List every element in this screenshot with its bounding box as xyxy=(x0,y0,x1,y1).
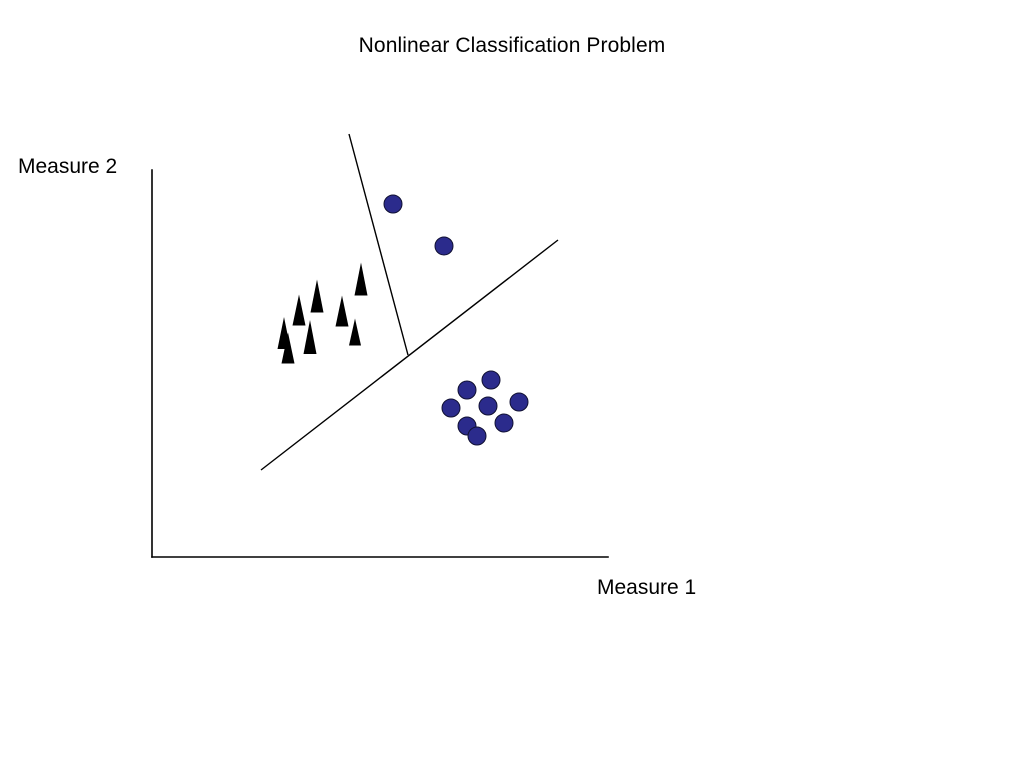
triangle-marker xyxy=(292,294,306,326)
boundary-line-steep xyxy=(348,133,409,356)
decision-boundaries-group xyxy=(260,133,559,471)
triangle-marker xyxy=(303,320,317,354)
triangle-marker xyxy=(349,318,361,346)
circle-marker xyxy=(434,236,454,256)
x-axis-label: Measure 1 xyxy=(597,576,697,599)
triangle-markers-group xyxy=(277,262,368,364)
triangle-marker xyxy=(281,332,295,364)
circle-marker xyxy=(481,370,501,390)
circle-markers-group xyxy=(383,194,529,446)
circle-marker xyxy=(467,426,487,446)
circle-marker xyxy=(494,413,514,433)
y-axis-label: Measure 2 xyxy=(18,155,118,178)
circle-marker xyxy=(457,380,477,400)
axes-group xyxy=(151,169,609,558)
circle-marker xyxy=(478,396,498,416)
boundary-line-diagonal xyxy=(260,239,559,471)
circle-marker xyxy=(441,398,461,418)
triangle-marker xyxy=(354,262,368,296)
circle-marker xyxy=(383,194,403,214)
page-title: Nonlinear Classification Problem xyxy=(358,34,666,57)
circle-marker xyxy=(509,392,529,412)
triangle-marker xyxy=(335,295,349,327)
triangle-marker xyxy=(310,279,324,313)
